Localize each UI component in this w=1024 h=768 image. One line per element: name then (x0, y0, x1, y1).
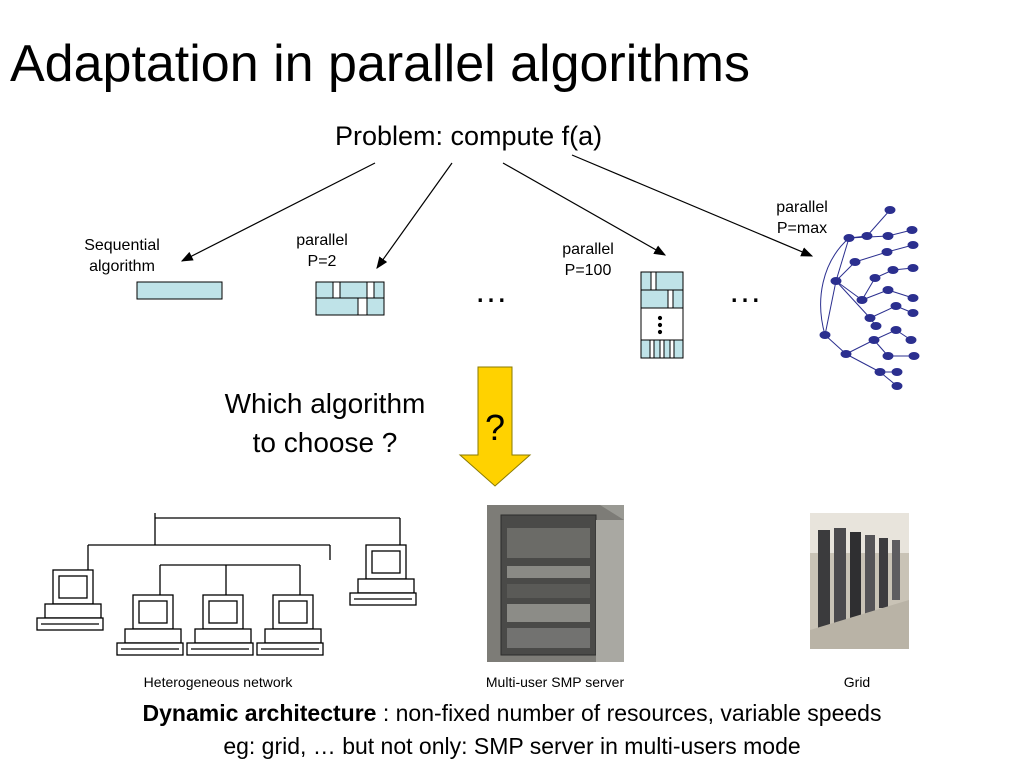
tree-node (882, 286, 894, 294)
tree-edge (835, 237, 850, 282)
label-parallel-p100: parallel P=100 (538, 240, 638, 282)
ellipsis-2: … (728, 272, 764, 310)
tree-edge (845, 339, 875, 355)
tree-node (819, 331, 831, 339)
tree-node (891, 382, 903, 390)
computers (36, 544, 417, 656)
ellipsis-1: … (474, 272, 510, 310)
computer-icon (349, 544, 417, 606)
grid-photo (810, 513, 909, 649)
parallel-tree (819, 206, 920, 390)
tree-node (881, 248, 893, 256)
tree-node (887, 266, 899, 274)
tree-edge (820, 237, 850, 336)
computer-icon (186, 594, 254, 656)
label-pmax-line2: P=max (776, 219, 828, 237)
problem-statement: Problem: compute f(a) (335, 121, 603, 151)
tree-edge (835, 280, 871, 319)
tree-node (874, 368, 886, 376)
sequential-box (136, 281, 223, 300)
arrow-to-sequential (180, 162, 376, 262)
tree-edge (845, 353, 881, 373)
computer-icon (36, 569, 104, 631)
label-p100-line2: P=100 (564, 261, 612, 279)
footer-bold: Dynamic architecture (142, 700, 377, 726)
label-sequential: Sequential algorithm (62, 236, 182, 278)
tree-node (890, 302, 902, 310)
footer-line2: eg: grid, … but not only: SMP server in … (223, 733, 801, 759)
label-p100-line1: parallel (562, 241, 614, 258)
arrow-to-p2 (376, 162, 453, 269)
label-parallel-pmax: parallel P=max (752, 198, 852, 240)
label-p2-line2: P=2 (307, 252, 337, 270)
computer-icon (256, 594, 324, 656)
footer-rest: : non-fixed number of resources, variabl… (376, 700, 882, 726)
label-pmax-line1: parallel (776, 199, 828, 216)
tree-edge (824, 280, 837, 336)
tree-node (884, 206, 896, 214)
tree-node (907, 241, 919, 249)
caption-network: Heterogeneous network (143, 674, 293, 690)
question-line1: Which algorithm (224, 388, 426, 419)
tree-node (890, 326, 902, 334)
tree-node (849, 258, 861, 266)
down-arrow (458, 366, 532, 487)
network-illustration (87, 513, 401, 595)
tree-node (843, 234, 855, 242)
tree-node (861, 232, 873, 240)
slide-title: Adaptation in parallel algorithms (10, 35, 750, 93)
tree-node (906, 226, 918, 234)
arrows (180, 154, 814, 269)
computer-icon (116, 594, 184, 656)
caption-smp: Multi-user SMP server (485, 674, 625, 690)
tree-node (869, 274, 881, 282)
tree-node (864, 314, 876, 322)
label-p2-line1: parallel (296, 232, 348, 249)
question-mark: ? (485, 407, 505, 448)
tree-edge (824, 334, 847, 355)
tree-node (868, 336, 880, 344)
tree-node (870, 322, 882, 330)
tree-node (907, 294, 919, 302)
tree-node (856, 296, 868, 304)
label-parallel-p2: parallel P=2 (272, 231, 372, 273)
arrow-to-pmax (571, 154, 814, 257)
p100-boxes (640, 271, 684, 359)
tree-node (907, 264, 919, 272)
tree-edge (854, 251, 888, 263)
tree-node (840, 350, 852, 358)
p2-boxes (315, 281, 385, 316)
tree-node (891, 368, 903, 376)
smp-server-photo (487, 505, 624, 662)
tree-node (882, 352, 894, 360)
footer-line1: Dynamic architecture : non-fixed number … (0, 700, 1024, 727)
question-line2: to choose ? (252, 426, 398, 458)
question-text: Which algorithm to choose ? (190, 385, 460, 462)
tree-edge (866, 209, 891, 237)
tree-node (905, 336, 917, 344)
tree-node (882, 232, 894, 240)
tree-node (908, 352, 920, 360)
tree-edge (835, 280, 863, 301)
label-sequential-line2: algorithm (89, 257, 155, 275)
label-sequential-line1: Sequential (84, 237, 160, 254)
tree-node (907, 309, 919, 317)
caption-grid: Grid (843, 674, 871, 690)
arrow-to-p100 (502, 162, 667, 256)
tree-node (830, 277, 842, 285)
